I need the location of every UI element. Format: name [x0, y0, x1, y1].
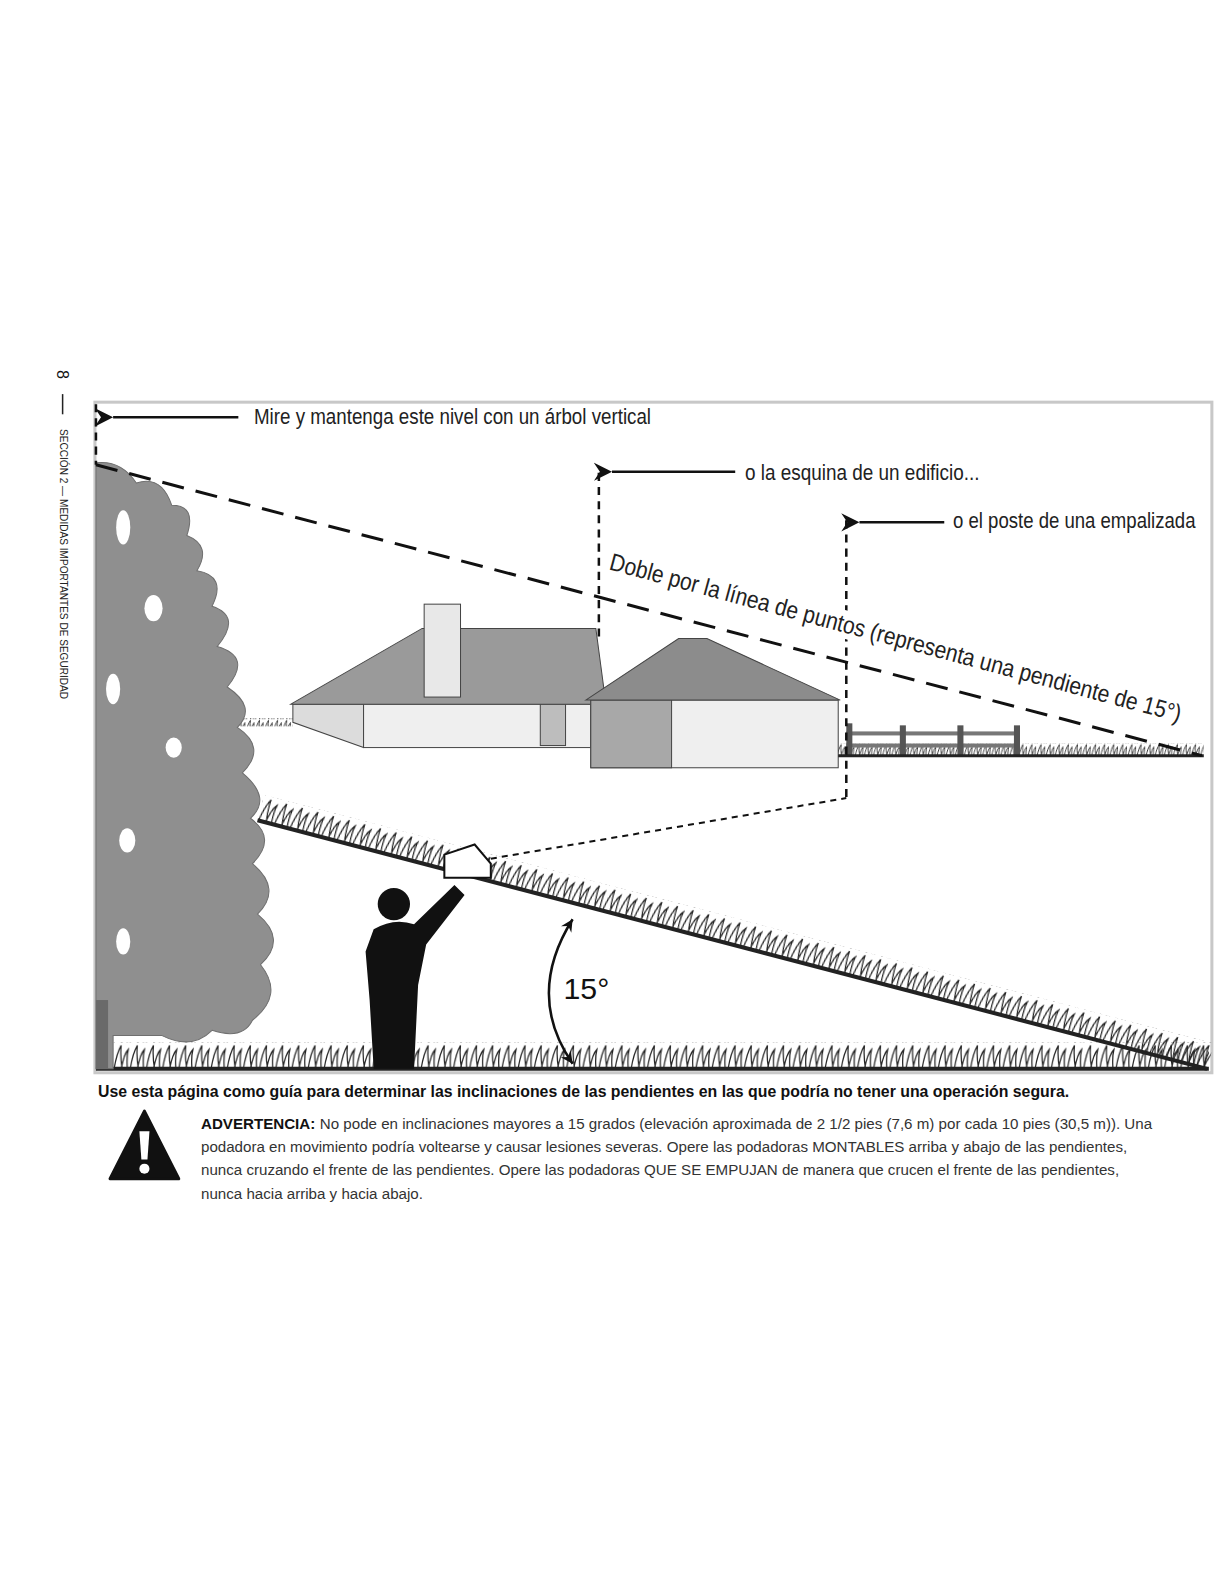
angle-label: 15° [564, 972, 610, 1007]
leaf-gap [106, 674, 120, 704]
ground-line [96, 1067, 1209, 1071]
tree [96, 462, 274, 1068]
leaf-gap [166, 737, 182, 757]
house-wall [293, 704, 364, 747]
fence [838, 723, 1204, 755]
callout-text: Mire y mantenga este nivel con un árbol … [254, 404, 651, 430]
fence-post [957, 725, 963, 755]
ground-line [838, 754, 1204, 757]
reference-line [95, 404, 98, 465]
warning-dot [139, 1164, 149, 1174]
fold-line [96, 465, 1202, 756]
reference-line [598, 473, 601, 639]
warning-triangle [110, 1111, 179, 1179]
warning-paragraph: ADVERTENCIA:No pode en inclinaciones may… [201, 1112, 1155, 1205]
pointer-arrow [113, 416, 238, 419]
fence-post [900, 725, 906, 755]
leaf-gap [144, 595, 162, 621]
warning-heading: ADVERTENCIA: [201, 1115, 315, 1132]
reference-line [845, 520, 848, 798]
figure-frame [95, 402, 1212, 1073]
grass-strip [838, 744, 1204, 756]
sight-line [491, 798, 846, 859]
warning-symbol [110, 1111, 179, 1179]
house-chimney [424, 604, 460, 697]
grass-strip [111, 1042, 1209, 1068]
leaf-gap [116, 510, 130, 544]
pointer-arrow [612, 471, 735, 474]
tree-trunk [96, 1000, 108, 1069]
house-wall [591, 700, 838, 768]
leaf-gap [119, 828, 135, 852]
margin-rule [62, 394, 64, 414]
slope [258, 795, 1214, 1069]
house-door [540, 704, 565, 745]
callout-text: o el poste de una empalizada [953, 508, 1195, 534]
fold-instruction: Doble por la línea de puntos (representa… [607, 548, 1185, 728]
person-silhouette [366, 845, 491, 1069]
warning-text: No pode en inclinaciones mayores a 15 gr… [201, 1115, 1152, 1202]
slope-line [258, 820, 1208, 1069]
pointer-arrow [859, 521, 944, 524]
person-head [378, 888, 410, 920]
sighting-card [444, 845, 490, 878]
page-number: 8 [53, 370, 72, 379]
house [238, 604, 840, 768]
tree-canopy [96, 462, 274, 1068]
fence-rail [846, 731, 1020, 735]
fence-post [1014, 725, 1020, 755]
house-wall [591, 700, 672, 768]
leaf-gap [116, 928, 130, 954]
section-header: SECCIÓN 2 — MEDIDAS IMPORTANTES DE SEGUR… [57, 429, 69, 699]
person-body [366, 885, 465, 1069]
callout-text: o la esquina de un edificio... [745, 460, 980, 486]
fence-rail [846, 744, 1020, 748]
house-wall [364, 704, 591, 747]
warning-mark [139, 1131, 149, 1159]
figure-caption: Use esta página como guía para determina… [98, 1082, 1069, 1102]
grass-tuft [238, 718, 293, 726]
house-roof [586, 638, 840, 700]
grass-strip [258, 795, 1214, 1069]
